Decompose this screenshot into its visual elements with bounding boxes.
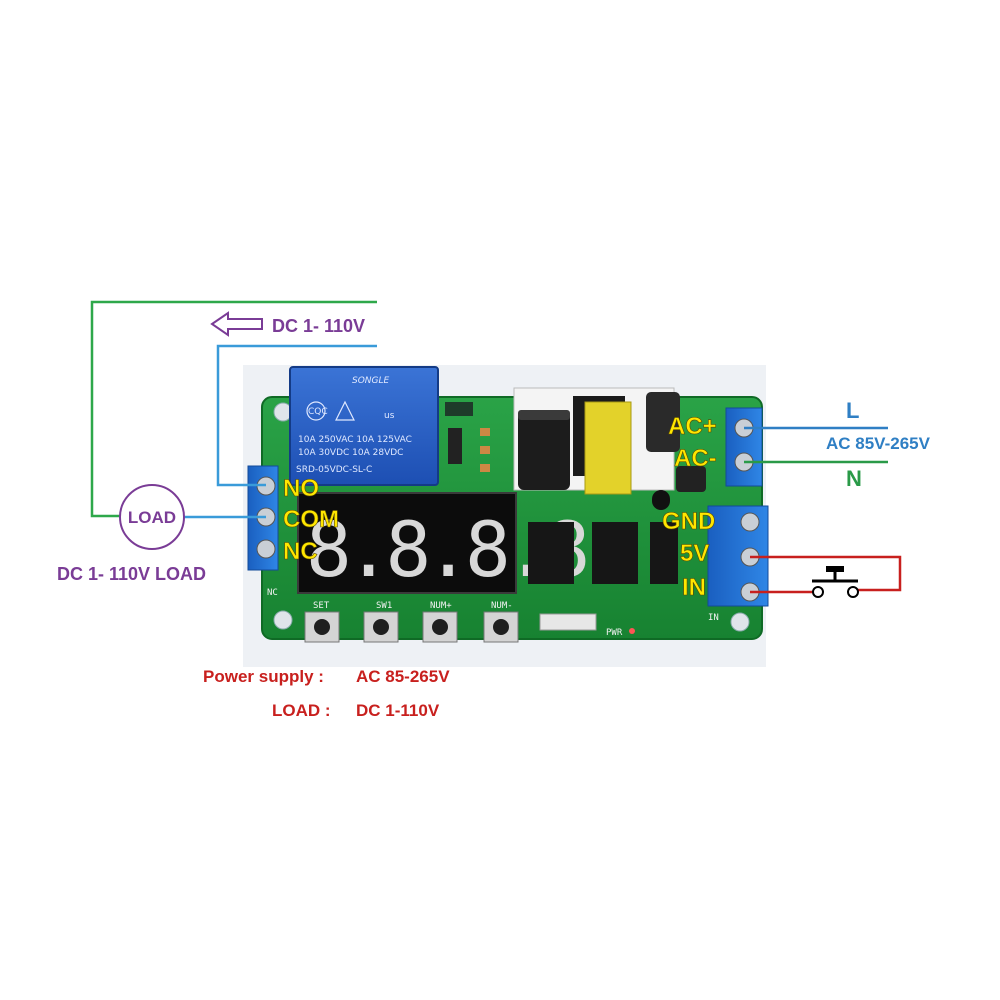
ic-chip	[592, 522, 638, 584]
push-button-switch	[812, 566, 859, 598]
ac-terminal-block	[725, 407, 763, 487]
dc-top-label: DC 1- 110V	[272, 316, 365, 336]
input-terminal-block: IN	[707, 505, 769, 623]
relay-cert-cqc: CQC	[308, 407, 328, 417]
cqc-mark	[306, 401, 326, 421]
relay-rating-2: 10A 30VDC 10A 28VDC	[298, 448, 403, 458]
power-supply-label: Power supply :	[203, 667, 324, 686]
mains-l-label: L	[846, 398, 859, 423]
capacitor	[676, 466, 706, 492]
5v-label: 5V	[680, 540, 709, 567]
power-supply-value: AC 85-265V	[356, 667, 450, 686]
button-label-set: SET	[313, 601, 330, 611]
smd-resistor	[480, 464, 490, 472]
terminal-screw[interactable]	[740, 512, 760, 532]
smd-resistor	[480, 428, 490, 436]
no-wire	[216, 344, 377, 487]
ic-chip	[528, 522, 574, 584]
in-label: IN	[682, 574, 706, 601]
dc-load-caption: DC 1- 110V LOAD	[57, 564, 206, 584]
capacitor	[646, 392, 680, 452]
power-module	[513, 387, 706, 510]
capacitor	[652, 490, 670, 510]
mains-n-label: N	[846, 466, 862, 491]
mains-range-label: AC 85V-265V	[826, 434, 931, 453]
button-label-sw1: SW1	[376, 601, 392, 611]
ac-plus-label: AC+	[668, 413, 717, 440]
smd-component	[445, 402, 473, 416]
load-spec-value: DC 1-110V	[356, 701, 440, 720]
in-silk: IN	[708, 613, 719, 623]
relay-rating-1: 10A 250VAC 10A 125VAC	[298, 435, 412, 445]
button-label-num-minus: NUM-	[491, 601, 513, 611]
set-button[interactable]	[304, 611, 340, 643]
ic-chip	[650, 522, 678, 584]
sw1-button[interactable]	[363, 611, 399, 643]
num-minus-button[interactable]	[483, 611, 519, 643]
button-row: SET SW1 NUM+ NUM-	[313, 601, 513, 611]
arrow-left-icon	[210, 311, 263, 337]
terminal-screw[interactable]	[256, 539, 276, 559]
switch-wire-top	[750, 555, 902, 592]
relay: SONGLE CQC us 10A 250VAC 10A 125VAC 10A …	[289, 366, 439, 486]
com-label: COM	[283, 506, 339, 533]
load-return-wire	[90, 300, 377, 518]
pin-header	[539, 613, 597, 631]
smd-resistor	[480, 446, 490, 454]
load-spec-label: LOAD :	[272, 701, 331, 720]
transformer	[584, 401, 632, 495]
relay-model: SRD-05VDC-SL-C	[296, 465, 372, 475]
ac-minus-label: AC-	[674, 445, 717, 472]
nc-silk: NC	[267, 588, 278, 598]
mount-hole	[273, 610, 293, 630]
no-label: NO	[283, 475, 319, 502]
relay-cert-us: us	[384, 411, 395, 421]
nc-label: NC	[283, 538, 318, 565]
pwr-led	[629, 628, 635, 634]
num-plus-button[interactable]	[422, 611, 458, 643]
capacitor	[518, 410, 570, 490]
button-label-num-plus: NUM+	[430, 601, 452, 611]
mount-hole	[730, 612, 750, 632]
load-symbol: LOAD	[119, 484, 185, 550]
ic-row	[528, 522, 678, 584]
gnd-label: GND	[662, 508, 715, 535]
relay-brand: SONGLE	[352, 376, 390, 386]
load-circle-label: LOAD	[128, 508, 176, 527]
diode	[448, 428, 462, 464]
warning-icon	[335, 400, 355, 421]
pwr-silk: PWR	[606, 628, 623, 638]
